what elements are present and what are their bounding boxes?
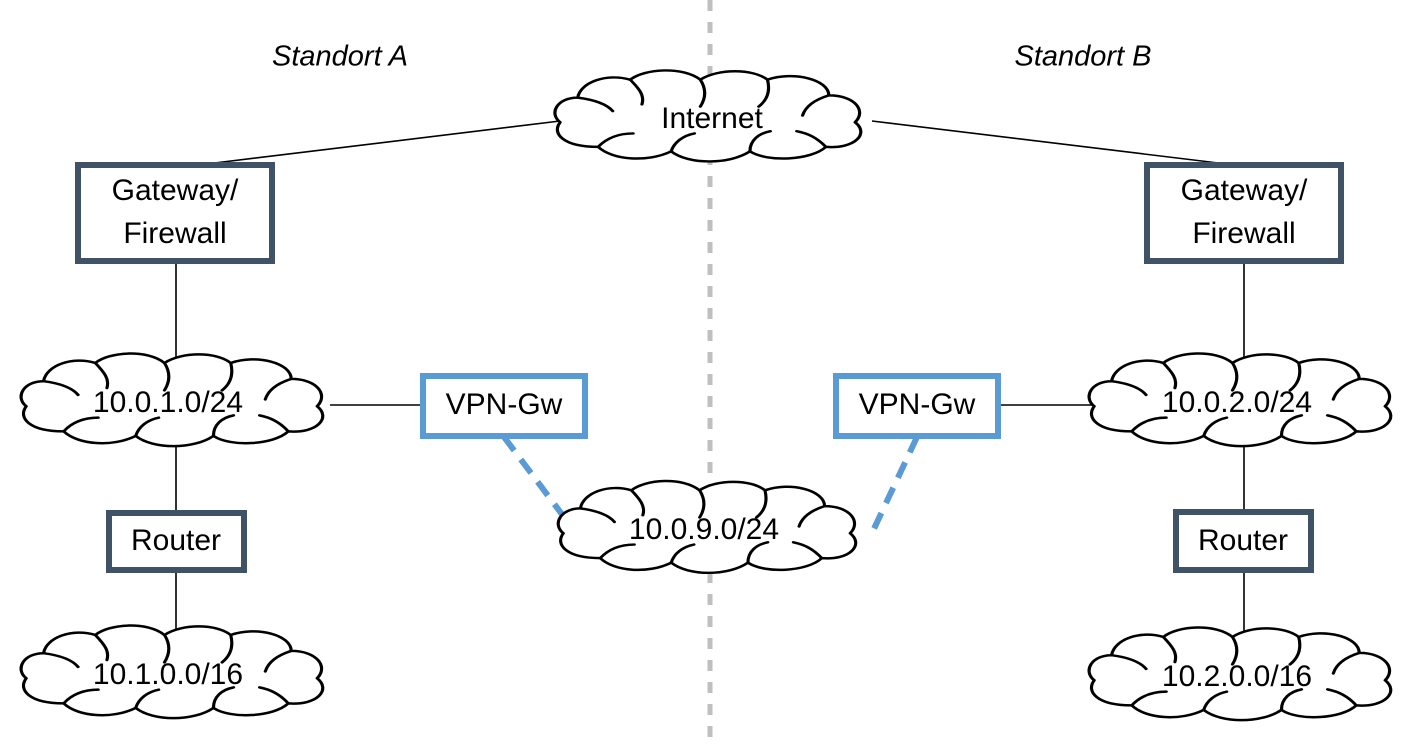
router-right-box[interactable] [1173, 509, 1314, 573]
cloud-subnet-left-label: 10.0.1.0/24 [93, 386, 243, 419]
gateway-right-label-line2: Firewall [1192, 217, 1295, 250]
site-title-right: Standort B [1014, 41, 1151, 73]
gateway-right-box[interactable] [1144, 162, 1344, 264]
router-right-label: Router [1198, 524, 1288, 557]
vpn-gw-right-box[interactable] [833, 373, 1001, 439]
node-router-left[interactable]: Router [106, 510, 247, 573]
cloud-lan-left-label: 10.1.0.0/16 [93, 658, 243, 691]
node-vpn-gw-left[interactable]: VPN-Gw [420, 373, 588, 439]
node-router-right[interactable]: Router [1173, 509, 1314, 573]
cloud-subnet-right-label: 10.0.2.0/24 [1162, 386, 1312, 419]
cloud-subnet-left: 10.0.1.0/24 [19, 352, 325, 448]
link-internet-to-gateway-left [189, 120, 561, 167]
link-internet-to-gateway-right [871, 120, 1244, 167]
cloud-tunnel-label: 10.0.9.0/24 [629, 513, 779, 546]
node-gateway-firewall-right[interactable]: Gateway/ Firewall [1144, 162, 1344, 264]
gateway-left-box[interactable] [75, 162, 275, 264]
vpn-tunnel-right [869, 435, 920, 535]
cloud-subnet-right: 10.0.2.0/24 [1087, 352, 1393, 448]
gateway-left-label-line2: Firewall [123, 217, 226, 250]
cloud-lan-right-label: 10.2.0.0/16 [1162, 660, 1312, 693]
vpn-gw-left-box[interactable] [420, 373, 588, 439]
vpn-gw-left-label: VPN-Gw [446, 388, 563, 421]
cloud-internet: Internet [553, 69, 863, 163]
router-left-label: Router [131, 524, 221, 557]
gateway-left-label-line1: Gateway/ [112, 174, 239, 207]
node-gateway-firewall-left[interactable]: Gateway/ Firewall [75, 162, 275, 264]
cloud-tunnel: 10.0.9.0/24 [556, 479, 858, 574]
cloud-lan-right: 10.2.0.0/16 [1087, 626, 1393, 722]
vpn-gw-right-label: VPN-Gw [859, 388, 976, 421]
cloud-internet-label: Internet [661, 102, 763, 135]
node-vpn-gw-right[interactable]: VPN-Gw [833, 373, 1001, 439]
router-left-box[interactable] [106, 510, 247, 573]
gateway-right-label-line1: Gateway/ [1181, 174, 1308, 207]
site-title-left: Standort A [272, 41, 408, 73]
cloud-lan-left: 10.1.0.0/16 [19, 624, 325, 720]
